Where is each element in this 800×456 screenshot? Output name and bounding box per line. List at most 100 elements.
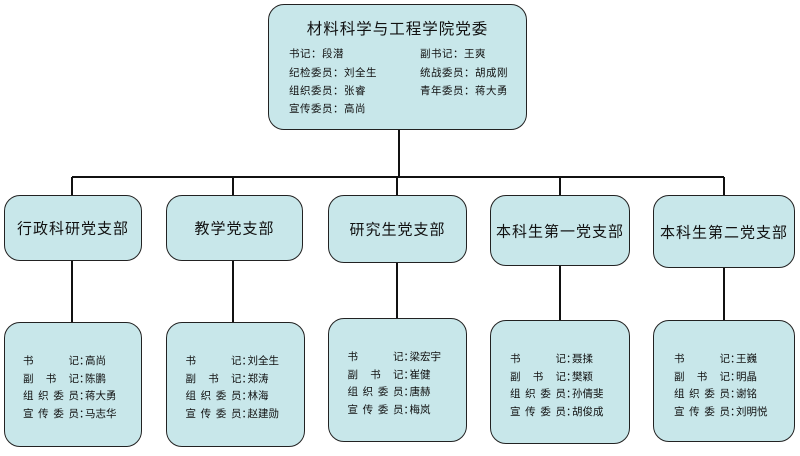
- member-row: 组织委员：谢铭: [674, 386, 774, 404]
- member-box-undergrad-first: 书记：聂揉副书记：樊颖组织委员：孙倩斐宣传委员：胡俊成: [490, 320, 630, 444]
- member-role: 书记: [23, 355, 79, 367]
- youth-member-line: 青年委员：蒋大勇: [420, 85, 508, 97]
- member-colon: ：: [566, 370, 577, 383]
- member-colon: ：: [730, 388, 741, 400]
- member-role: 副书记: [510, 370, 566, 383]
- member-colon: ：: [79, 355, 90, 367]
- member-colon: ：: [79, 407, 90, 420]
- branch-box-admin-research: 行政科研党支部: [4, 195, 142, 261]
- member-name: 陈鹏: [85, 372, 106, 385]
- member-role: 书记: [510, 353, 566, 365]
- member-role: 副书记: [23, 372, 79, 385]
- member-colon: ：: [566, 388, 577, 400]
- member-row: 书记：聂揉: [510, 351, 610, 369]
- member-role: 副书记: [674, 370, 730, 383]
- secretary-line: 书记：段潜: [289, 48, 344, 60]
- member-list: 书记：梁宏宇副书记：崔健组织委员：唐赫宣传委员：梅岚: [329, 349, 466, 419]
- member-row: 副书记：陈鹏: [23, 371, 123, 389]
- member-role: 书记: [185, 355, 242, 367]
- member-name: 马志华: [85, 407, 117, 420]
- member-colon: ：: [566, 405, 577, 418]
- member-name: 唐赫: [409, 386, 431, 398]
- member-colon: ：: [730, 353, 741, 365]
- member-row: 副书记：崔健: [348, 367, 448, 385]
- branch-title: 研究生党支部: [349, 220, 446, 239]
- member-role: 副书记: [185, 372, 242, 385]
- member-name: 赵建勋: [247, 407, 280, 420]
- member-colon: ：: [241, 355, 253, 367]
- member-colon: ：: [730, 370, 741, 383]
- branch-title: 行政科研党支部: [16, 219, 129, 238]
- member-role: 组织委员: [347, 386, 404, 398]
- member-name: 高尚: [85, 355, 106, 367]
- member-box-undergrad-second: 书记：王巍副书记：明晶组织委员：谢铭宣传委员：刘明悦: [653, 320, 795, 442]
- member-name: 梅岚: [409, 403, 431, 416]
- member-role: 宣传委员: [347, 403, 404, 416]
- member-list: 书记：聂揉副书记：樊颖组织委员：孙倩斐宣传委员：胡俊成: [491, 351, 629, 421]
- branch-title: 教学党支部: [194, 219, 275, 238]
- member-name: 蒋大勇: [85, 390, 117, 402]
- member-name: 聂揉: [572, 353, 593, 365]
- member-role: 组织委员: [185, 390, 242, 402]
- member-role: 副书记: [347, 368, 404, 381]
- member-row: 书记：王巍: [674, 351, 774, 369]
- member-row: 书记：梁宏宇: [348, 349, 448, 367]
- member-name: 郑涛: [247, 372, 269, 385]
- branch-box-undergrad-first: 本科生第一党支部: [490, 195, 630, 266]
- discipline-member-line: 纪检委员：刘全生: [289, 67, 377, 79]
- member-name: 胡俊成: [572, 405, 604, 418]
- member-role: 书记: [347, 351, 404, 363]
- member-role: 宣传委员: [185, 407, 242, 420]
- member-row: 宣传委员：赵建勋: [186, 406, 286, 424]
- member-row: 书记：高尚: [23, 353, 123, 371]
- member-name: 林海: [247, 390, 269, 402]
- member-row: 宣传委员：刘明悦: [674, 404, 774, 422]
- member-colon: ：: [79, 390, 90, 402]
- member-name: 谢铭: [736, 388, 757, 400]
- member-colon: ：: [403, 386, 415, 398]
- member-role: 组织委员: [674, 388, 730, 400]
- member-colon: ：: [241, 407, 253, 420]
- publicity-member-line: 宣传委员：高尚: [289, 103, 366, 115]
- member-row: 组织委员：孙倩斐: [510, 386, 610, 404]
- member-name: 明晶: [736, 370, 757, 383]
- member-role: 宣传委员: [23, 407, 79, 420]
- branch-box-graduate: 研究生党支部: [328, 195, 467, 263]
- member-row: 副书记：明晶: [674, 369, 774, 387]
- member-box-admin-research: 书记：高尚副书记：陈鹏组织委员：蒋大勇宣传委员：马志华: [4, 322, 142, 447]
- member-colon: ：: [403, 368, 415, 381]
- member-name: 王巍: [736, 353, 757, 365]
- organization-member-line: 组织委员：张睿: [289, 85, 366, 97]
- member-box-graduate: 书记：梁宏宇副书记：崔健组织委员：唐赫宣传委员：梅岚: [328, 318, 467, 442]
- branch-box-undergrad-second: 本科生第二党支部: [653, 195, 795, 268]
- deputy-secretary-line: 副书记：王爽: [420, 48, 486, 60]
- member-name: 刘全生: [247, 355, 280, 367]
- member-role: 宣传委员: [510, 405, 566, 418]
- member-list: 书记：王巍副书记：明晶组织委员：谢铭宣传委员：刘明悦: [654, 351, 794, 421]
- member-role: 书记: [674, 353, 730, 365]
- member-row: 宣传委员：梅岚: [348, 402, 448, 420]
- member-colon: ：: [79, 372, 90, 385]
- member-row: 副书记：樊颖: [510, 369, 610, 387]
- member-row: 组织委员：蒋大勇: [23, 388, 123, 406]
- member-colon: ：: [403, 403, 415, 416]
- member-role: 组织委员: [23, 390, 79, 402]
- member-role: 组织委员: [510, 388, 566, 400]
- member-row: 组织委员：林海: [186, 388, 286, 406]
- member-row: 宣传委员：胡俊成: [510, 404, 610, 422]
- member-box-teaching: 书记：刘全生副书记：郑涛组织委员：林海宣传委员：赵建勋: [166, 322, 305, 447]
- member-colon: ：: [241, 390, 253, 402]
- member-name: 孙倩斐: [572, 388, 604, 400]
- united-front-member-line: 统战委员：胡成刚: [420, 67, 508, 79]
- branch-title: 本科生第二党支部: [659, 223, 788, 241]
- member-colon: ：: [241, 372, 253, 385]
- member-name: 梁宏宇: [409, 351, 442, 363]
- branch-title: 本科生第一党支部: [495, 222, 624, 240]
- party-committee-box: 材料科学与工程学院党委 书记：段潜 副书记：王爽 纪检委员：刘全生 统战委员：胡…: [268, 4, 527, 130]
- member-colon: ：: [730, 405, 741, 418]
- member-colon: ：: [403, 351, 415, 363]
- member-row: 宣传委员：马志华: [23, 406, 123, 424]
- member-name: 刘明悦: [736, 405, 768, 418]
- member-name: 樊颖: [572, 370, 593, 383]
